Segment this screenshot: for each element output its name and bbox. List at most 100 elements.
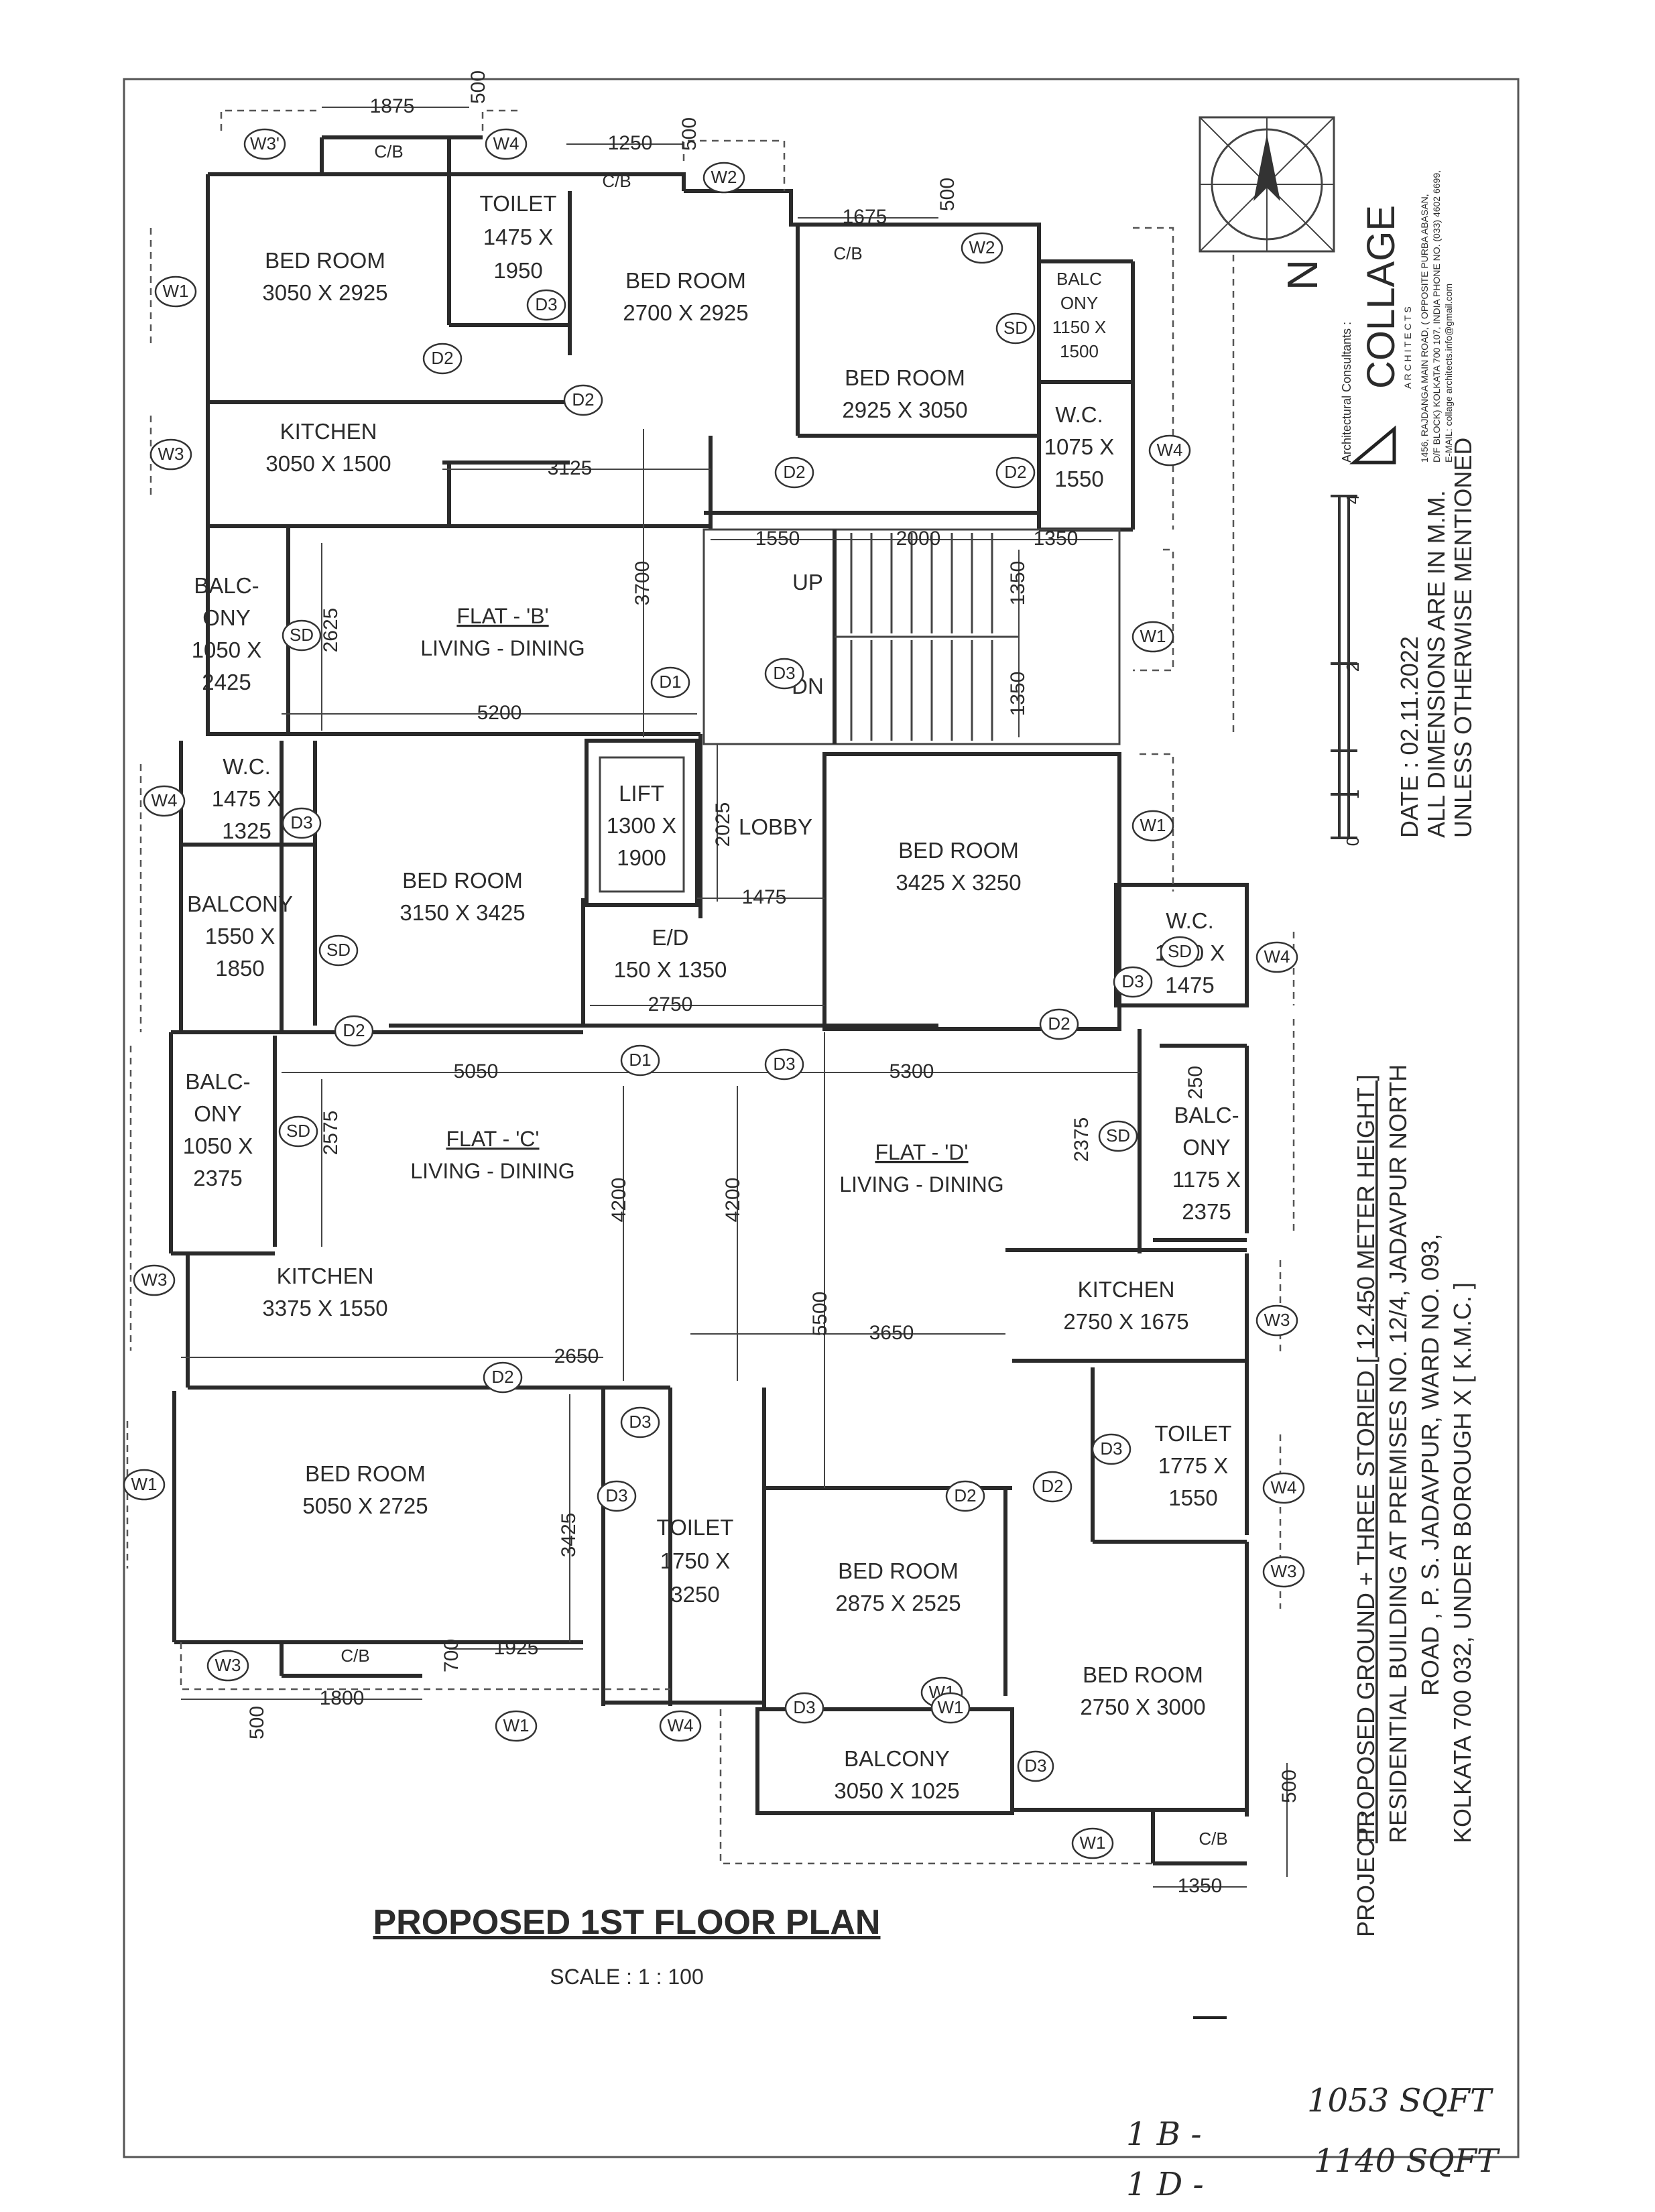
svg-text:SD: SD <box>1168 941 1192 961</box>
svg-text:D3: D3 <box>605 1485 627 1506</box>
flat-label: FLAT - 'C' <box>446 1127 539 1151</box>
dim-label: 3125 <box>548 457 593 479</box>
room-name: TOILET <box>1155 1421 1232 1446</box>
svg-text:FLAT - 'B'LIVING - DINING: FLAT - 'B'LIVING - DINING <box>420 604 585 660</box>
project-line-3: ROAD , P. S. JADAVPUR, WARD NO. 093, <box>1416 1233 1444 1696</box>
room-size: 3150 X 3425 <box>400 900 525 925</box>
svg-text:D3: D3 <box>629 1412 651 1432</box>
window-tag: W1 <box>1131 810 1174 842</box>
window-tag: W4 <box>1262 1472 1305 1504</box>
dim-label: 5300 <box>890 1060 934 1083</box>
room-size: 1475 <box>1165 973 1214 997</box>
dim-label: 5200 <box>477 702 522 724</box>
door-window-tags: W3' W4 W2 W2 W1 W3 W4 W1 W4 W1 W4 W3 W1 … <box>123 128 1305 1859</box>
svg-text:D1: D1 <box>629 1050 651 1070</box>
room-size: 5050 X 2725 <box>302 1493 428 1518</box>
project-label: PROJECT : <box>1352 1812 1380 1937</box>
svg-text:W3': W3' <box>250 133 280 153</box>
window-tag: W1 <box>1131 621 1174 653</box>
room-size: 1500 <box>1060 341 1099 361</box>
room-size: 1900 <box>617 845 666 870</box>
door-tag: SD <box>1160 936 1200 968</box>
consultant-sub: A R C H I T E C T S <box>1402 306 1413 389</box>
door-tag: D3 <box>1017 1750 1054 1782</box>
room-size: 3375 X 1550 <box>262 1296 387 1320</box>
room-size: 3425 X 3250 <box>896 870 1021 895</box>
svg-text:D2: D2 <box>954 1485 976 1506</box>
window-tag: W1 <box>123 1469 166 1501</box>
dim-label: 1550 <box>755 528 800 550</box>
room-size: 1550 X <box>205 924 275 948</box>
room-name: TOILET <box>480 191 557 216</box>
handwritten-notes: 1 B - 1053 SQFT 1 D - 1140 SQFT <box>1126 2016 1500 2203</box>
room-name: BALC- <box>194 573 259 598</box>
svg-text:W1: W1 <box>503 1715 530 1735</box>
room-name: BALC <box>1056 269 1102 289</box>
cupboard-label: C/B <box>341 1646 369 1666</box>
svg-text:W3: W3 <box>1271 1561 1297 1581</box>
room-size: 2925 X 3050 <box>842 397 967 422</box>
consultant-block: Architectural Consultants : COLLAGE A R … <box>1340 170 1454 463</box>
svg-text:SD: SD <box>1106 1125 1130 1146</box>
dim-label: 3650 <box>869 1322 914 1344</box>
dim-label: 4200 <box>722 1178 744 1223</box>
dim-label: 700 <box>440 1639 463 1672</box>
project-block: PROJECT : PROPOSED GROUND + THREE STORIE… <box>1352 1064 1476 1937</box>
handwritten-prefix: 1 B - <box>1126 2115 1202 2153</box>
room-size: 1050 X <box>192 637 262 662</box>
door-tag: D3 <box>620 1406 660 1438</box>
flat-label: FLAT - 'D' <box>875 1140 968 1164</box>
window-tag: W3 <box>206 1650 249 1682</box>
handwritten-prefix: 1 D - <box>1126 2166 1204 2203</box>
svg-text:D3: D3 <box>793 1697 815 1717</box>
svg-text:0: 0 <box>1343 837 1363 846</box>
room-size: ONY <box>202 605 251 630</box>
room-name: LOBBY <box>739 814 812 839</box>
room-size: 2425 <box>202 670 251 694</box>
room-name: LIFT <box>619 781 664 806</box>
stair-up-label: UP <box>792 570 823 595</box>
sheet-border <box>123 78 1520 2158</box>
room-size: ONY <box>194 1101 242 1126</box>
dim-label: 500 <box>246 1706 268 1739</box>
handwritten-area: 1053 SQFT <box>1307 2082 1493 2119</box>
door-tag: D2 <box>334 1015 374 1047</box>
dim-label: 2625 <box>320 608 342 653</box>
consultant-address-1: 1456, RAJDANGA MAIN ROAD, ( OPPOSITE PUR… <box>1419 194 1430 463</box>
room-size: 150 X 1350 <box>614 957 727 982</box>
room-name: KITCHEN <box>1078 1277 1175 1302</box>
svg-text:W3: W3 <box>1264 1310 1290 1330</box>
cupboard-label: C/B <box>602 171 631 191</box>
window-tag: W1 <box>495 1710 538 1742</box>
project-line-2: RESIDENTIAL BUILDING AT PREMISES NO. 12/… <box>1384 1064 1412 1843</box>
scale-label: SCALE : 1 : 100 <box>550 1965 703 1989</box>
svg-text:SD: SD <box>1003 318 1028 338</box>
svg-text:W1: W1 <box>1140 626 1166 646</box>
svg-text:W4: W4 <box>151 790 178 810</box>
room-name: BED ROOM <box>402 868 523 893</box>
dim-label: 1350 <box>1007 561 1029 606</box>
door-tag: D3 <box>597 1480 637 1512</box>
door-tag: D2 <box>1039 1008 1079 1040</box>
stair-treads <box>850 533 993 741</box>
svg-text:W4: W4 <box>1264 946 1290 967</box>
door-tag: SD <box>995 312 1036 345</box>
room-name: BED ROOM <box>845 365 965 390</box>
flat-sublabel: LIVING - DINING <box>839 1172 1003 1196</box>
door-tag: SD <box>282 619 322 652</box>
dim-label: 2575 <box>320 1111 342 1156</box>
svg-text:D2: D2 <box>431 348 453 368</box>
window-tag: W4 <box>659 1710 702 1742</box>
window-tag: W2 <box>702 162 745 194</box>
page-title: PROPOSED 1ST FLOOR PLAN <box>373 1903 881 1942</box>
window-tag: W1 <box>930 1692 971 1724</box>
svg-text:FLAT - 'C'LIVING - DINING: FLAT - 'C'LIVING - DINING <box>410 1127 574 1183</box>
dim-label: 1800 <box>320 1687 365 1709</box>
project-line-4: KOLKATA 700 032, UNDER BOROUGH X [ K.M.C… <box>1449 1282 1476 1843</box>
window-tag: W3 <box>133 1264 176 1296</box>
